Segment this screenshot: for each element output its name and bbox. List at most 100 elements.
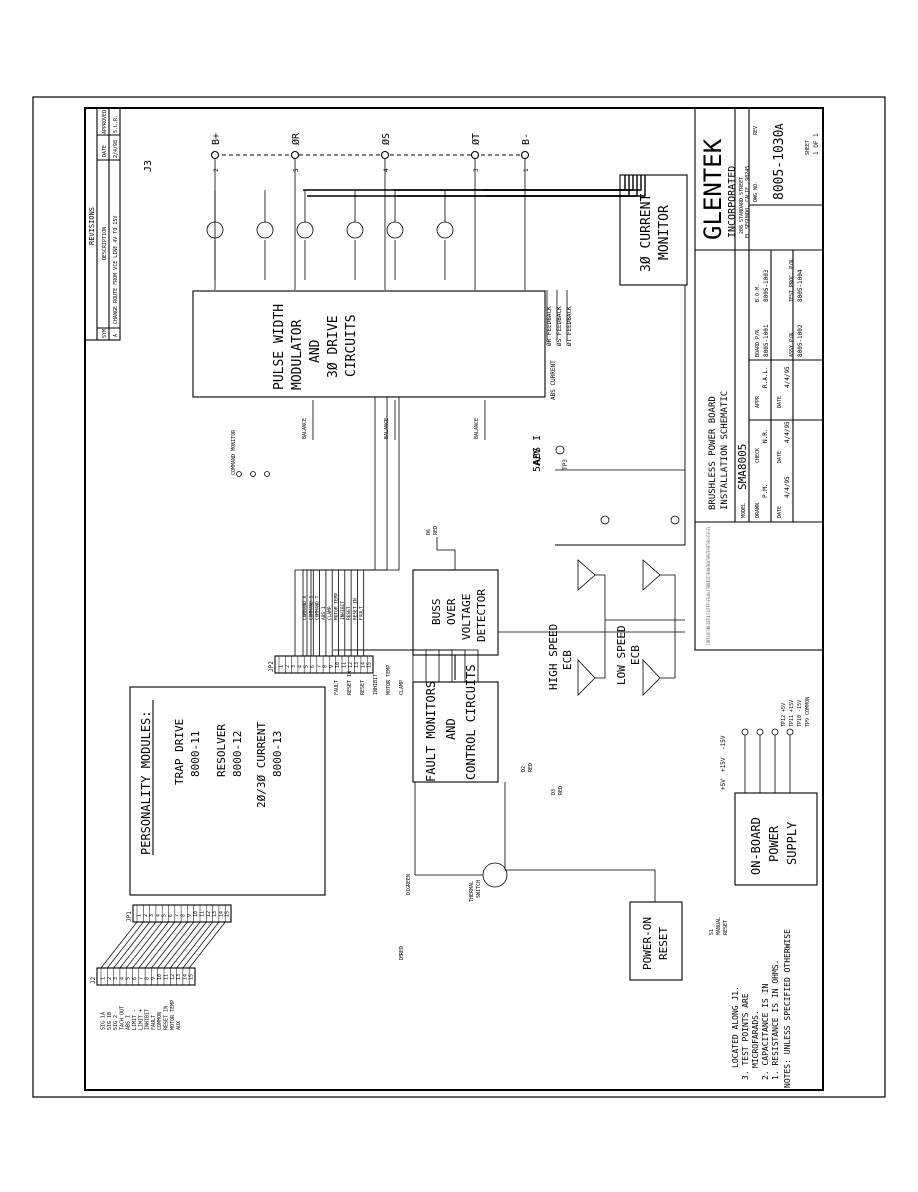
j2-signal-label: SIG 2: [113, 1015, 119, 1030]
fault-signal-wire: [398, 649, 479, 682]
tb-row-value: 4/4/95: [784, 366, 791, 388]
tb-part-label: B.O.M.: [755, 284, 761, 302]
tb-part-label: TEST PROC. P/N: [789, 260, 795, 302]
output-bridge: [206, 190, 454, 280]
fault-line3: CONTROL CIRCUITS: [464, 664, 478, 780]
j2-jp1-wire: [188, 921, 226, 969]
j2-pin-number: 7: [138, 977, 144, 980]
jp1-label: JP1: [126, 911, 133, 922]
jp1-pin-number: 10: [193, 911, 199, 917]
j2-signal-label: AUX: [176, 1021, 182, 1030]
jp2-pin-number: 14: [360, 662, 366, 668]
jp2-pin-number: 11: [342, 662, 348, 668]
note-header: NOTES: UNLESS SPECIFIED OTHERWISE: [783, 929, 792, 1088]
fault-monitors-block: FAULT MONITORS AND CONTROL CIRCUITS FAUL…: [333, 631, 685, 795]
personality-item-2: 8000-11: [189, 731, 202, 777]
jp1-pin-number: 9: [187, 914, 193, 917]
jp1-pin-number: 12: [206, 911, 212, 917]
rev-value: A: [773, 123, 786, 130]
j3-pin-label: ØR: [290, 132, 302, 145]
dwg-no: 8005-1030: [772, 130, 787, 200]
note-3: 3. TEST POINTS ARE: [741, 993, 750, 1080]
feedback-s: ØS FEEDBACK: [556, 306, 563, 346]
jp2-signal-label: MOTOR TEMP: [334, 593, 340, 620]
jp2-pin-number: 4: [297, 665, 303, 668]
jp2-signal-label: COMMAND T: [315, 595, 321, 620]
por-line2: RESET: [657, 927, 670, 960]
monitor-wire: [393, 175, 634, 191]
company-incorporated: INCORPORATED: [727, 166, 738, 238]
j2-signal-label: LIMIT -: [132, 1009, 138, 1030]
j2-jp1-wire: [182, 921, 220, 969]
low-speed-ecb: ECB: [629, 645, 642, 665]
jp2-signal-label: INHIBIT: [340, 601, 346, 620]
monitor-wire: [483, 175, 642, 191]
fault-signal-label: MOTOR TEMP: [386, 665, 392, 695]
supply-out-common: TP9 COMMON: [805, 697, 811, 727]
rev-col-approved: APPROVED: [102, 110, 108, 134]
j3-pin-number: 3: [473, 168, 480, 172]
rev-col-sym: SYM: [102, 329, 108, 338]
note-1: 1. RESISTANCE IS IN OHMS.: [771, 960, 780, 1080]
personality-modules-block: PERSONALITY MODULES: TRAP DRIVE 8000-11 …: [129, 686, 326, 896]
j2-jp1-wire: [100, 921, 138, 969]
j3-pin-label: ØS: [380, 133, 392, 145]
personality-item-1: TRAP DRIVE: [173, 719, 186, 785]
fault-signal-label: RESET: [360, 680, 366, 695]
power-on-reset-block: POWER-ON RESET S1 MANUAL RESET: [504, 782, 729, 981]
jp1-pin-number: 5: [162, 914, 168, 917]
tb-row-label: CHECK: [755, 448, 761, 463]
rail-5v: +5V: [720, 779, 727, 790]
high-speed-ecb: ECB: [561, 650, 574, 670]
hs-ecb-led-d: D2: [521, 766, 527, 772]
revisions-header: REVISIONS: [88, 207, 96, 245]
jp2-pin-number: 3: [291, 665, 297, 668]
outer-border: [32, 96, 886, 1098]
transistor-symbol: [256, 221, 274, 239]
j2-label: J2: [90, 976, 97, 984]
run-led-d: D1: [406, 889, 412, 895]
abs-i-label: ABS I: [532, 435, 543, 465]
j2-pin-number: 11: [164, 974, 170, 980]
command-wire: [310, 397, 400, 656]
j2-signal-label: COMMON: [157, 1012, 163, 1030]
model-value: SMA8005: [736, 444, 749, 490]
monitor-wire: [487, 175, 646, 197]
jp2-pin-number: 13: [354, 662, 360, 668]
ps-line1: ON-BOARD: [749, 817, 763, 875]
tb-row-label: DATE: [777, 396, 783, 408]
company-name: GLENTEK: [699, 138, 727, 240]
tb-part-label: ASSY P/N: [789, 333, 795, 357]
title-block: THE INFORMATION CONTAINED IN THIS DRAWIN…: [694, 107, 824, 651]
tb-row-value: 4/4/95: [784, 476, 791, 498]
fault-line2: AND: [444, 718, 458, 740]
pwm-line1: PULSE WIDTH: [272, 304, 287, 390]
j3-pin-number: 2: [213, 168, 220, 172]
tb-part-value: 8005-1003: [763, 269, 770, 302]
j2-jp1-wire: [113, 921, 150, 969]
tb-part-value: 8005-1004: [797, 269, 804, 302]
feedback-t: ØT FEEDBACK: [566, 306, 573, 346]
personality-title: PERSONALITY MODULES:: [139, 711, 153, 856]
fault-signal-label: CLAMP: [399, 680, 405, 695]
jp1-pin-number: 14: [218, 911, 224, 917]
jp2-signal-label: FAULT: [359, 606, 365, 620]
jp1-pin-number: 1: [137, 914, 143, 917]
j2-signal-label: SIG 1B: [107, 1012, 113, 1030]
jp2-pin-number: 7: [316, 665, 322, 668]
j3-pin-4: [470, 150, 480, 160]
jp2-pin-number: 2: [285, 665, 291, 668]
transistor-symbol: [436, 221, 454, 239]
confidential-notice: THE INFORMATION CONTAINED IN THIS DRAWIN…: [706, 527, 712, 645]
personality-item-6: 8000-13: [271, 731, 284, 777]
thermal-label-2: SWITCH: [476, 880, 482, 898]
j2-pin-number: 15: [189, 974, 195, 980]
j2-pin-number: 5: [126, 977, 132, 980]
monitor-wire: [397, 175, 638, 197]
j2-jp1-wire: [176, 921, 213, 969]
jp1-pin-number: 3: [149, 914, 155, 917]
